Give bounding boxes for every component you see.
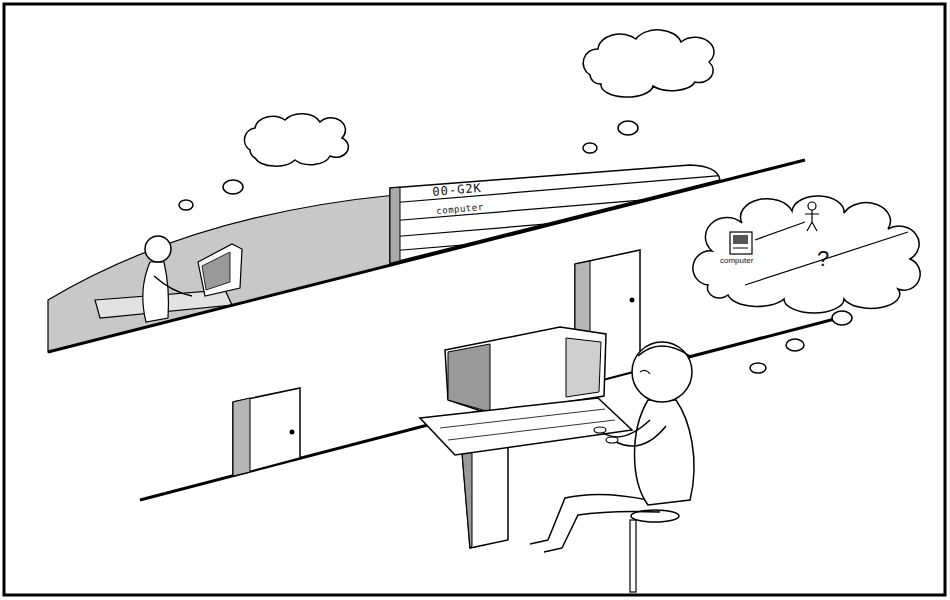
cloud-outline bbox=[693, 196, 920, 313]
person-feet bbox=[530, 540, 562, 552]
computer-icon-slot bbox=[733, 248, 748, 249]
person-arms bbox=[602, 420, 666, 446]
key-row bbox=[448, 420, 615, 440]
computer-icon-screen bbox=[733, 235, 748, 244]
door-knob bbox=[630, 298, 635, 303]
person-body bbox=[635, 400, 695, 505]
sketch-line bbox=[745, 232, 908, 285]
person-body bbox=[143, 262, 169, 322]
sketch-line bbox=[755, 222, 805, 240]
person-head bbox=[632, 342, 692, 402]
door-knob bbox=[290, 430, 295, 435]
thought-bubble bbox=[832, 311, 852, 325]
thought-bubble bbox=[583, 143, 597, 153]
room-shading bbox=[48, 195, 395, 352]
cabinet-stripe bbox=[390, 224, 720, 251]
thought-bubble bbox=[786, 339, 804, 351]
stool-pole bbox=[630, 520, 636, 592]
stick-figure bbox=[805, 210, 819, 231]
partition-edge bbox=[48, 160, 805, 352]
question-mark: ? bbox=[817, 248, 829, 270]
cabinet-outline bbox=[390, 165, 720, 263]
terminal-stand-side bbox=[462, 451, 472, 548]
thought-bubble bbox=[750, 363, 766, 373]
person-hand bbox=[594, 427, 606, 433]
icon-caption: computer bbox=[720, 257, 753, 265]
computer-cabinet: 00-G2Kcomputer bbox=[390, 163, 725, 265]
monitor-screen bbox=[202, 252, 230, 290]
person-eye bbox=[640, 370, 650, 374]
monitor-screen bbox=[566, 338, 601, 397]
thought-bubble bbox=[179, 200, 193, 210]
thought-bubble bbox=[223, 180, 243, 194]
monitor bbox=[198, 244, 242, 296]
key-row bbox=[440, 409, 605, 428]
terminal-stand bbox=[462, 446, 508, 548]
cabinet-side bbox=[390, 187, 400, 263]
cabinet-stripe bbox=[390, 194, 720, 221]
door-jamb bbox=[233, 398, 250, 476]
thought-cloud bbox=[583, 30, 714, 97]
person-head bbox=[145, 236, 171, 262]
thought-cloud: computer? bbox=[700, 205, 920, 305]
computer-icon bbox=[730, 232, 752, 254]
door bbox=[233, 388, 300, 476]
stick-figure-head bbox=[808, 202, 816, 210]
thought-bubble bbox=[618, 121, 638, 135]
cabinet-stripe bbox=[390, 176, 720, 203]
node-shape bbox=[700, 205, 920, 305]
thought-cloud bbox=[244, 114, 348, 166]
keyboard bbox=[420, 398, 632, 455]
person-hair bbox=[638, 346, 690, 356]
person-hand bbox=[606, 437, 618, 443]
person-arm bbox=[154, 276, 192, 296]
frame-border bbox=[4, 4, 945, 595]
person-legs bbox=[548, 494, 660, 548]
monitor-side bbox=[448, 344, 490, 412]
